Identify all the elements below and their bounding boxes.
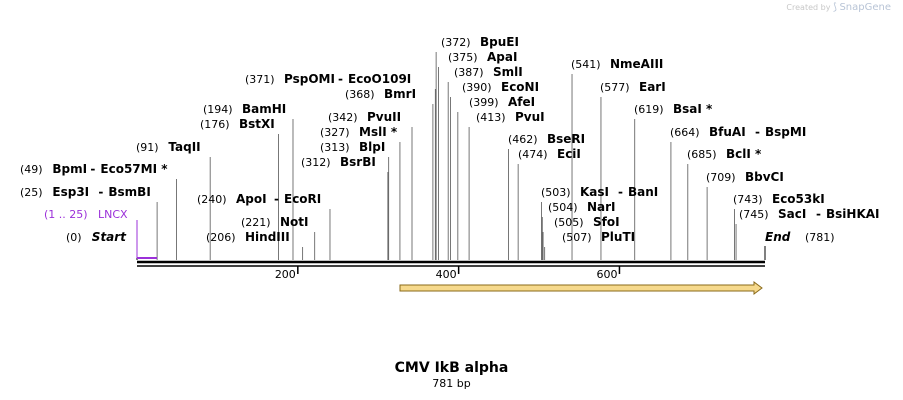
site-name-22: EciI (557, 147, 581, 161)
site-separator-23: - (618, 185, 623, 199)
tick-label-400: 400 (436, 268, 457, 281)
snapgene-logo: ⟆ (832, 2, 837, 13)
site-pos-20: (413) (476, 111, 506, 124)
snapgene-watermark: Created by ⟆ SnapGene (786, 2, 891, 13)
site-pos-17: (387) (454, 66, 484, 79)
site-pos-10: (313) (320, 141, 350, 154)
site-pos-21: (462) (508, 133, 538, 146)
site-pos-19: (399) (469, 96, 499, 109)
site-name-6: HindIII (245, 230, 290, 244)
site-pos-28: (577) (600, 81, 630, 94)
site-name-32: BbvCI (745, 170, 784, 184)
site-pos-6: (206) (206, 231, 236, 244)
site-name-3: TaqII (168, 140, 200, 154)
site-pos-25: (505) (554, 216, 584, 229)
site-pos-1: (25) (20, 186, 43, 199)
map-subtitle: 781 bp (432, 377, 471, 390)
site-pos-29: (619) (634, 103, 664, 116)
site-pos-5: (194) (203, 103, 233, 116)
site-name-5: BamHI (242, 102, 286, 116)
site-separator-14: - (338, 72, 343, 86)
site-pos-31: (685) (687, 148, 717, 161)
site-pos-27: (541) (571, 58, 601, 71)
site-pos-15: (372) (441, 36, 471, 49)
feature-name-lncx: LNCX (98, 208, 128, 221)
site-name-7: NotI (280, 215, 309, 229)
site-name-25: SfoI (593, 215, 620, 229)
site-name-27: NmeAIII (610, 57, 663, 71)
site-pos-end: (781) (805, 231, 835, 244)
site-pos-16: (375) (448, 51, 478, 64)
site-pos-26: (507) (562, 231, 592, 244)
site-name2-8: EcoRI (284, 192, 321, 206)
map-title: CMV IkB alpha (394, 360, 509, 376)
tick-label-200: 200 (275, 268, 296, 281)
site-name-20: PvuI (515, 110, 545, 124)
site-pos-3: (91) (136, 141, 159, 154)
site-name2-14: EcoO109I (348, 72, 411, 86)
site-pos-33: (743) (733, 193, 763, 206)
site-pos-32: (709) (706, 171, 736, 184)
site-name-31: BclI * (726, 147, 762, 161)
site-pos-14: (371) (245, 73, 275, 86)
site-pos-8: (240) (197, 193, 227, 206)
site-name-10: BlpI (359, 140, 385, 154)
site-name-8: ApoI (236, 192, 267, 206)
site-separator-2: - (90, 162, 95, 176)
site-name-11: MslI * (359, 125, 398, 139)
site-separator-1: - (98, 185, 103, 199)
site-pos-2: (49) (20, 163, 43, 176)
site-pos-22: (474) (518, 148, 548, 161)
site-name2-34: BsiHKAI (826, 207, 880, 221)
site-name-14: PspOMI (284, 72, 335, 86)
site-separator-34: - (816, 207, 821, 221)
site-name-26: PluTI (601, 230, 635, 244)
site-pos-0: (0) (66, 231, 82, 244)
site-name2-1: BsmBI (108, 185, 150, 199)
site-name2-2: Eco57MI * (100, 162, 168, 176)
feature-position-lncx: (1 .. 25) (44, 208, 88, 221)
site-name-18: EcoNI (501, 80, 539, 94)
site-pos-34: (745) (739, 208, 769, 221)
site-name-2: BpmI (52, 162, 87, 176)
site-name-21: BseRI (547, 132, 585, 146)
site-name-4: BstXI (239, 117, 275, 131)
site-pos-18: (390) (462, 81, 492, 94)
site-name-9: BsrBI (340, 155, 376, 169)
site-pos-9: (312) (301, 156, 331, 169)
site-name-12: PvuII (367, 110, 401, 124)
site-name-end: End (765, 230, 791, 244)
site-pos-13: (368) (345, 88, 375, 101)
site-name-28: EarI (639, 80, 666, 94)
site-pos-12: (342) (328, 111, 358, 124)
site-name2-23: BanI (628, 185, 658, 199)
site-name-16: ApaI (487, 50, 517, 64)
site-name-23: KasI (580, 185, 609, 199)
site-name-29: BsaI * (673, 102, 713, 116)
site-name-30: BfuAI (709, 125, 746, 139)
watermark-prefix: Created by (786, 3, 831, 12)
site-pos-11: (327) (320, 126, 350, 139)
site-separator-8: - (274, 192, 279, 206)
site-pos-24: (504) (548, 201, 578, 214)
site-name-0: Start (92, 230, 127, 244)
site-separator-30: - (755, 125, 760, 139)
site-name-34: SacI (778, 207, 806, 221)
site-name-1: Esp3I (52, 185, 89, 199)
orf-arrow (399, 281, 763, 295)
site-name-19: AfeI (508, 95, 535, 109)
tick-label-600: 600 (596, 268, 617, 281)
site-pos-30: (664) (670, 126, 700, 139)
site-name-24: NarI (587, 200, 616, 214)
site-pos-23: (503) (541, 186, 571, 199)
watermark-brand: SnapGene (839, 2, 891, 13)
site-name-13: BmrI (384, 87, 416, 101)
site-pos-7: (221) (241, 216, 271, 229)
site-name-17: SmlI (493, 65, 523, 79)
site-name-15: BpuEI (480, 35, 519, 49)
site-name-33: Eco53kI (772, 192, 825, 206)
site-name2-30: BspMI (765, 125, 806, 139)
site-pos-4: (176) (200, 118, 230, 131)
